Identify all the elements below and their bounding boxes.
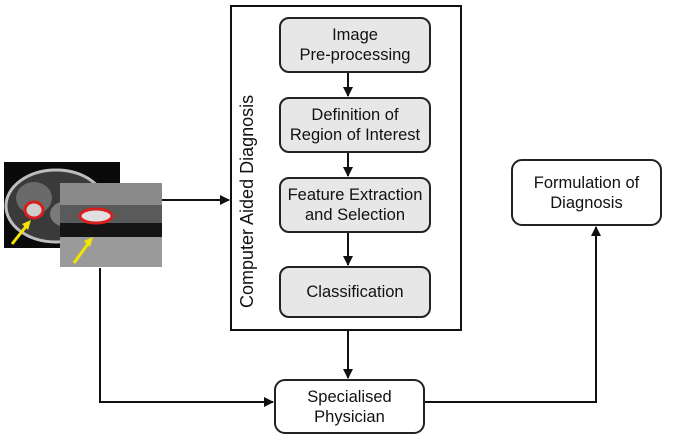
specialised-physician-box: Specialised Physician	[274, 379, 425, 434]
step-image-preprocessing: Image Pre-processing	[279, 17, 431, 73]
step-definition-roi: Definition of Region of Interest	[279, 97, 431, 153]
diagnosis-box: Formulation of Diagnosis	[511, 159, 662, 226]
step-classification: Classification	[279, 266, 431, 318]
ultrasound-image	[60, 183, 162, 267]
step-feature-extraction: Feature Extraction and Selection	[279, 177, 431, 233]
arrow-images-to-physician	[99, 268, 274, 407]
arrow-physician-to-diagnosis	[425, 226, 601, 403]
